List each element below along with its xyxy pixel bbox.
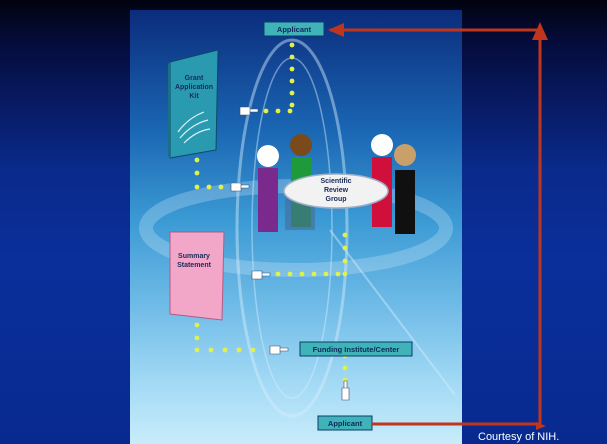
nih-process-poster [130,10,462,444]
credit-text: Courtesy of NIH. [478,431,559,443]
